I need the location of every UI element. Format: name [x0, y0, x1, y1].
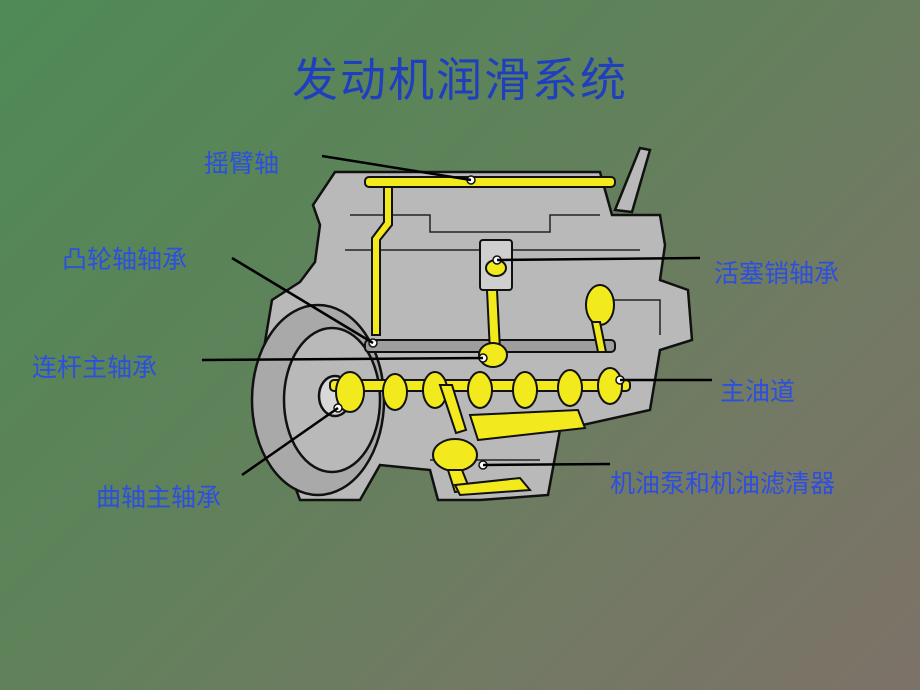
oil-pickup	[453, 476, 533, 497]
rocker-feed-pipe	[371, 186, 393, 336]
label-rocker-shaft: 摇臂轴	[204, 149, 280, 178]
label-main-oil-gallery: 主油道	[720, 377, 796, 406]
dipstick	[613, 146, 652, 214]
label-camshaft-bearing: 凸轮轴轴承	[62, 245, 188, 274]
label-conrod-main-bearing: 连杆主轴承	[32, 353, 158, 382]
rear-gear	[585, 284, 615, 326]
page-title: 发动机润滑系统	[292, 53, 628, 107]
label-crankshaft-main-bearing: 曲轴主轴承	[96, 483, 222, 512]
oil-passages	[329, 176, 631, 497]
label-oil-pump-filter: 机油泵和机油滤清器	[610, 469, 836, 498]
rocker-shaft	[364, 176, 616, 188]
label-piston-pin-bearing: 活塞销轴承	[714, 259, 840, 288]
oil-pump-body	[432, 438, 478, 472]
oil-filter-body	[468, 408, 587, 442]
piston	[479, 239, 513, 291]
leader-lines	[201, 154, 712, 477]
flywheel	[250, 303, 386, 497]
